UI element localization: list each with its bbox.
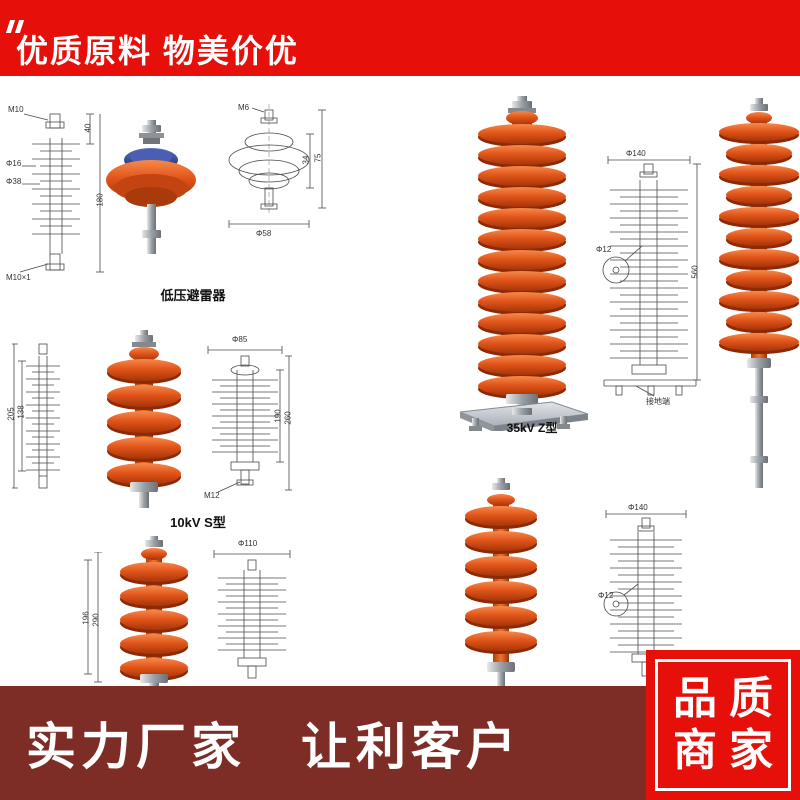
dim-phi12: Φ12: [596, 245, 612, 254]
tech-drawing-35kv: Φ140 Φ12 560 接地端: [596, 150, 704, 420]
dim-138: 138: [16, 405, 26, 419]
dim-75: 75: [313, 153, 323, 163]
dim-190: 190: [273, 409, 283, 423]
dim-phi140: Φ140: [626, 149, 646, 158]
banner-title: 优质原料 物美价优: [16, 33, 299, 69]
tech-drawing-medium: Φ110: [206, 540, 298, 684]
corner-badge: 品质 商家: [646, 650, 800, 800]
dim-560: 560: [690, 265, 700, 279]
tech-drawing-10kv-right: Φ85 190 260 M12: [200, 334, 293, 506]
dim-m12: M12: [204, 491, 220, 500]
tech-drawing-10kv-left: 138 205: [7, 336, 74, 498]
dim-phi58: Φ58: [256, 229, 272, 238]
dim-m6: M6: [238, 103, 250, 112]
product-photo-medium-arrester: [106, 536, 202, 686]
badge-text: 品质 商家: [646, 650, 800, 800]
badge-line-2: 商家: [673, 726, 785, 775]
dim-phi12-b: Φ12: [598, 591, 614, 600]
dim-phi140-b: Φ140: [628, 503, 648, 512]
badge-frame: [655, 659, 791, 791]
dim-lines-overlay: 196 290: [80, 552, 106, 684]
badge-line-1: 品质: [673, 673, 785, 723]
dim-m10x1: M10×1: [6, 273, 31, 282]
product-label-35kv: 35kV Z型: [506, 421, 558, 435]
dim-260: 260: [283, 411, 293, 425]
footer-slogan: 实力厂家 让利客户: [26, 719, 521, 775]
product-photo-right-edge-arrester: [706, 96, 800, 496]
product-photo-35kv-arrester: [448, 96, 596, 431]
dim-phi85: Φ85: [232, 335, 248, 344]
product-label-10kv: 10kV S型: [170, 515, 226, 530]
dim-196: 196: [81, 611, 91, 625]
product-photo-bottom-arrester: [452, 478, 550, 686]
dim-290: 290: [91, 613, 101, 627]
tech-drawing-lv-profile: M10 40 Φ16 Φ38 180 M10×1: [6, 104, 106, 289]
dim-phi38: Φ38: [6, 177, 22, 186]
dim-m10: M10: [8, 105, 24, 114]
dim-phi16: Φ16: [6, 159, 22, 168]
product-photo-lv-arrester: [98, 120, 206, 262]
tech-drawing-bottom: Φ140 Φ12: [598, 504, 694, 684]
product-photo-10kv-arrester: [94, 330, 194, 510]
tech-drawing-lv-disc: M6 34 75 Φ58: [214, 104, 332, 274]
dim-40: 40: [83, 123, 93, 133]
product-label-low-voltage: 低压避雷器: [160, 288, 226, 303]
dim-ground-terminal: 接地端: [646, 397, 670, 406]
dim-205: 205: [6, 407, 16, 421]
top-banner: 优质原料 物美价优: [0, 0, 800, 76]
dim-phi110: Φ110: [238, 539, 258, 548]
dim-34: 34: [301, 155, 311, 165]
